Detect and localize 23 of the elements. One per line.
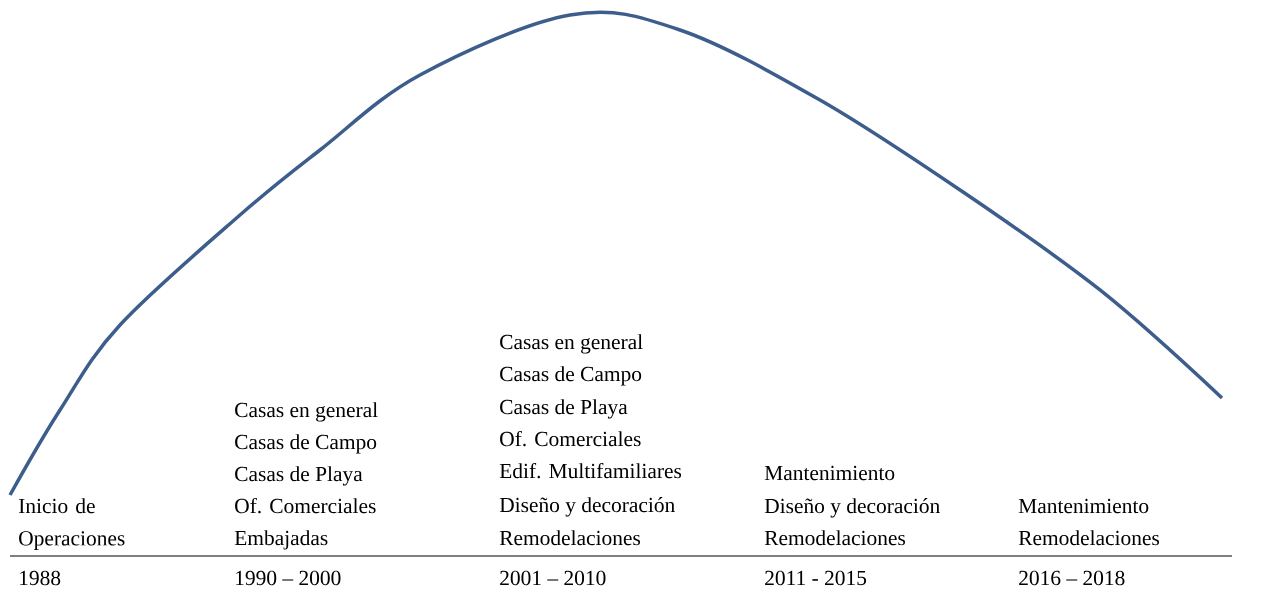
- timeline-text: Diseño y decoración: [499, 497, 675, 517]
- year-label: 1988: [20, 570, 61, 586]
- timeline-text: Edif. Multifamiliares: [499, 462, 682, 479]
- timeline-text: Casas de Playa: [235, 466, 363, 486]
- year-label: 2016 – 2018: [1019, 570, 1125, 586]
- timeline-text: Embajadas: [234, 530, 328, 550]
- timeline-text: Inicio de Operaciones: [19, 498, 125, 550]
- timeline-text: Casas en general: [500, 334, 643, 354]
- year-label: 1990 – 2000: [236, 570, 341, 586]
- timeline-text: Casas de Playa: [500, 399, 628, 419]
- timeline-text: Casas en general: [235, 402, 378, 422]
- timeline-text: Diseño y decoración: [764, 498, 940, 518]
- timeline-text: Of. Comerciales: [500, 430, 641, 447]
- year-label: 2001 – 2010: [500, 570, 606, 586]
- timeline-text: Mantenimiento: [764, 465, 895, 481]
- timeline-text: Casas de Campo: [500, 366, 642, 386]
- timeline-text: Of. Comerciales: [235, 497, 376, 514]
- timeline-text: Casas de Campo: [235, 434, 377, 454]
- timeline-text: Remodelaciones: [1018, 530, 1159, 546]
- timeline-text: Mantenimiento: [1018, 498, 1149, 514]
- year-label: 2011 - 2015: [765, 570, 867, 586]
- timeline-text: Remodelaciones: [764, 530, 905, 546]
- timeline-text: Remodelaciones: [499, 530, 640, 546]
